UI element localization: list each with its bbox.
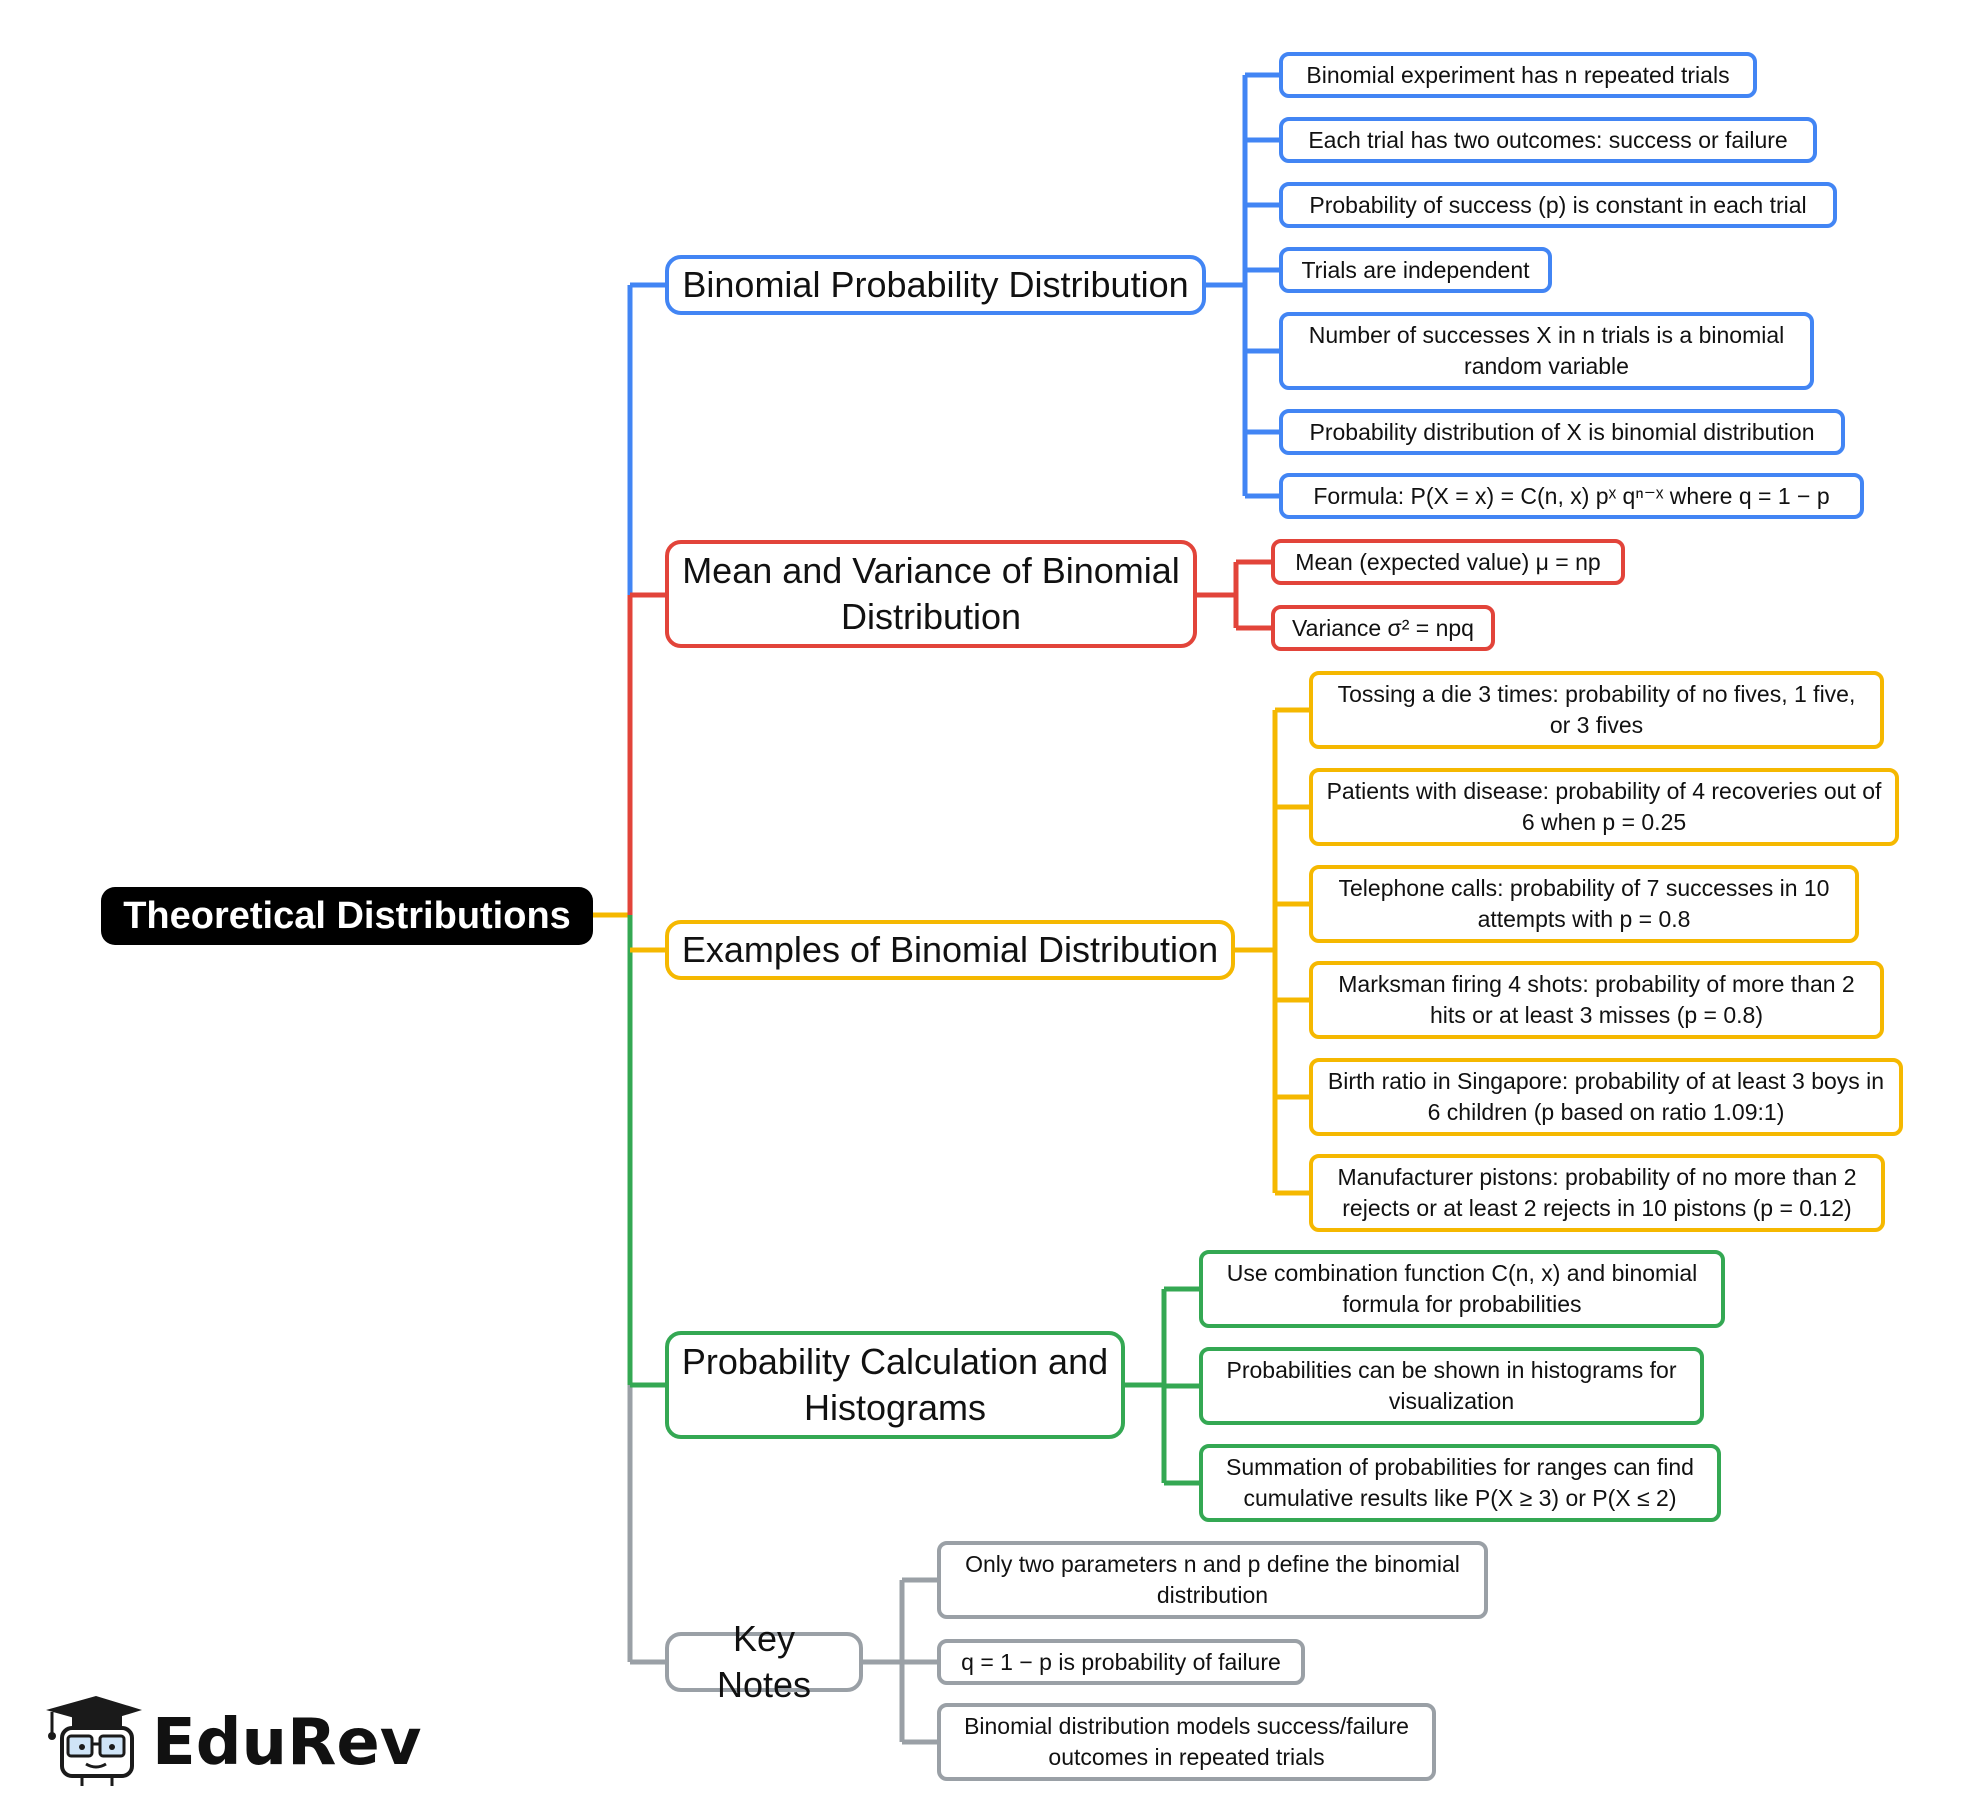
leaf-example-pistons: Manufacturer pistons: probability of no …: [1309, 1154, 1885, 1232]
branch-label: Binomial Probability Distribution: [682, 264, 1189, 305]
leaf-binomial-3: Probability of success (p) is constant i…: [1279, 182, 1837, 228]
branch-examples-of-binomial-distribution: Examples of Binomial Distribution: [665, 920, 1235, 980]
root-label: Theoretical Distributions: [123, 894, 571, 937]
branch-label: Examples of Binomial Distribution: [681, 929, 1219, 970]
leaf-mean: Mean (expected value) μ = np: [1271, 539, 1625, 585]
leaf-note-parameters: Only two parameters n and p define the b…: [937, 1541, 1488, 1619]
leaf-example-marksman: Marksman firing 4 shots: probability of …: [1309, 961, 1884, 1039]
leaf-binomial-2: Each trial has two outcomes: success or …: [1279, 117, 1817, 163]
leaf-note-q: q = 1 − p is probability of failure: [937, 1639, 1305, 1685]
leaf-binomial-4: Trials are independent: [1279, 247, 1552, 293]
leaf-example-die: Tossing a die 3 times: probability of no…: [1309, 671, 1884, 749]
leaf-example-telephone: Telephone calls: probability of 7 succes…: [1309, 865, 1859, 943]
leaf-binomial-7: Formula: P(X = x) = C(n, x) pˣ qⁿ⁻ˣ wher…: [1279, 473, 1864, 519]
leaf-binomial-6: Probability distribution of X is binomia…: [1279, 409, 1845, 455]
branch-mean-and-variance: Mean and Variance of Binomial Distributi…: [665, 540, 1197, 648]
leaf-binomial-1: Binomial experiment has n repeated trial…: [1279, 52, 1757, 98]
brand-logo-text: EduRev: [152, 1706, 422, 1780]
branch-binomial-probability-distribution: Binomial Probability Distribution: [665, 255, 1206, 315]
branch-key-notes: Key Notes: [665, 1618, 863, 1705]
leaf-example-patients: Patients with disease: probability of 4 …: [1309, 768, 1899, 846]
leaf-calc-summation: Summation of probabilities for ranges ca…: [1199, 1444, 1721, 1522]
graduation-cap-mascot-icon: [46, 1696, 142, 1786]
branch-label: Key Notes: [716, 1618, 812, 1705]
root-node: Theoretical Distributions: [101, 887, 593, 945]
leaf-binomial-5: Number of successes X in n trials is a b…: [1279, 312, 1814, 390]
branch-label: Mean and Variance of Binomial Distributi…: [682, 550, 1180, 637]
leaf-variance: Variance σ² = npq: [1271, 605, 1495, 651]
leaf-example-birth-ratio: Birth ratio in Singapore: probability of…: [1309, 1058, 1903, 1136]
leaf-note-success-failure: Binomial distribution models success/fai…: [937, 1703, 1436, 1781]
branch-label: Probability Calculation and Histograms: [681, 1341, 1109, 1428]
leaf-calc-histograms: Probabilities can be shown in histograms…: [1199, 1347, 1704, 1425]
branch-probability-calculation-and-histograms: Probability Calculation and Histograms: [665, 1331, 1125, 1439]
leaf-calc-combination: Use combination function C(n, x) and bin…: [1199, 1250, 1725, 1328]
